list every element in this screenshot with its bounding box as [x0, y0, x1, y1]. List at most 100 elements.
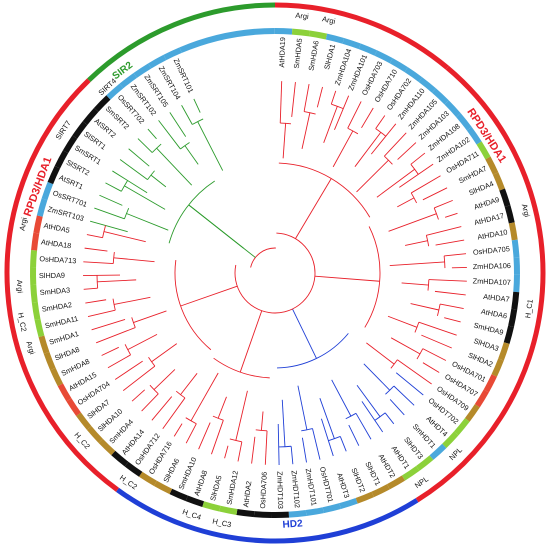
- domain-callout-label: Argi: [321, 14, 336, 26]
- leaf-label: OsHDA706: [258, 472, 269, 509]
- leaf-label: SlHDA6: [161, 457, 181, 484]
- branch-arc: [235, 233, 315, 313]
- branch-line: [320, 398, 335, 438]
- domain-ring-segment: [326, 37, 343, 41]
- branch-line: [84, 288, 98, 289]
- branch-line: [181, 373, 198, 394]
- domain-ring-segment: [40, 199, 45, 216]
- branch-line: [423, 363, 439, 373]
- leaf-label: AtHDA10: [477, 227, 509, 241]
- branch-line: [389, 214, 437, 232]
- leaf-label: AtHDA8: [192, 469, 209, 497]
- branch-line: [426, 227, 461, 236]
- branch-line: [94, 208, 124, 219]
- leaf-label: SlHDA1: [322, 43, 337, 70]
- branch-line: [394, 386, 414, 405]
- leaf-label: SmHDA11: [44, 314, 79, 330]
- domain-ring-segment: [514, 292, 516, 309]
- branch-line: [283, 123, 285, 158]
- domain-ring-segment: [33, 285, 34, 302]
- branch-line: [411, 153, 425, 164]
- branch-arc: [175, 260, 211, 350]
- leaf-label: ZmHDT101: [304, 468, 319, 507]
- leaf-label: AtHDA17: [473, 211, 505, 227]
- leaf-label: ZmHDA106: [473, 261, 511, 271]
- domain-ring-segment: [275, 31, 292, 32]
- branch-line: [104, 232, 146, 242]
- domain-ring-segment: [376, 53, 392, 61]
- family-label-hd2: HD2: [282, 518, 303, 530]
- domain-ring-segment: [403, 468, 417, 478]
- branch-line: [357, 385, 380, 416]
- branch-line: [398, 143, 416, 160]
- domain-ring-segment: [373, 487, 389, 495]
- leaf-label: SlSRT2: [65, 158, 91, 178]
- branch-line: [282, 400, 285, 447]
- domain-callout-label: Argi: [15, 279, 25, 293]
- branch-line: [385, 413, 394, 424]
- leaf-label: SmHDA12: [225, 470, 240, 506]
- branch-line: [105, 183, 121, 191]
- branch-line: [87, 235, 103, 238]
- branch-line: [333, 131, 353, 167]
- branch-arc: [251, 248, 276, 268]
- branch-line: [355, 132, 381, 166]
- domain-callout-label: NPL: [413, 474, 430, 490]
- branch-line: [252, 437, 255, 464]
- domain-ring-segment: [309, 33, 326, 36]
- branch-line: [292, 82, 296, 117]
- branch-line: [434, 200, 453, 208]
- leaf-label: ZmHDT103: [275, 471, 285, 509]
- domain-ring-segment: [50, 167, 57, 183]
- branch-line: [120, 160, 147, 180]
- domain-ring-segment: [515, 240, 517, 257]
- branch-arc: [169, 181, 215, 243]
- branch-line: [126, 213, 168, 230]
- domain-ring-segment: [494, 360, 501, 376]
- domain-ring-segment: [340, 501, 357, 506]
- branch-line: [225, 446, 228, 459]
- branch-line: [108, 355, 131, 368]
- domain-ring-segment: [357, 494, 373, 500]
- domain-ring-segment: [496, 174, 503, 190]
- domain-ring-segment: [35, 302, 38, 319]
- branch-line: [186, 424, 196, 444]
- branch-line: [198, 122, 223, 171]
- domain-callout-label: Argi: [24, 340, 37, 356]
- branch-line: [313, 429, 321, 460]
- branch-line: [170, 112, 186, 136]
- branch-line: [377, 169, 415, 197]
- domain-ring-segment: [237, 512, 254, 514]
- branch-line: [85, 248, 108, 251]
- domain-ring-segment: [37, 319, 41, 336]
- branch-line: [435, 291, 466, 295]
- branch-line: [331, 91, 335, 104]
- branch-line: [397, 360, 431, 384]
- branch-line: [129, 149, 150, 166]
- branch-line: [321, 419, 333, 456]
- domain-callout-label: H_C2: [72, 430, 91, 450]
- branch-line: [366, 343, 394, 364]
- leaf-label: AtSRT1: [58, 173, 85, 192]
- branch-line: [83, 262, 113, 264]
- branch-line: [384, 133, 406, 156]
- domain-callout-label: NPL: [447, 445, 464, 462]
- branch-line: [421, 335, 451, 348]
- branch-line: [445, 213, 457, 217]
- branch-line: [304, 84, 309, 112]
- domain-ring-segment: [388, 478, 403, 487]
- branch-line: [332, 380, 351, 416]
- domain-ring-segment: [486, 375, 494, 390]
- branch-line: [371, 124, 396, 154]
- domain-ring-segment: [36, 216, 39, 233]
- leaf-label: SmHDA6: [306, 40, 320, 72]
- domain-ring-segment: [165, 50, 181, 57]
- branch-line: [157, 148, 192, 185]
- branch-line: [123, 366, 155, 391]
- branch-line: [423, 188, 447, 200]
- branch-line: [357, 160, 389, 192]
- branch-line: [132, 390, 145, 401]
- domain-ring: [33, 31, 517, 515]
- domain-callout-label: SIRT7: [54, 119, 73, 142]
